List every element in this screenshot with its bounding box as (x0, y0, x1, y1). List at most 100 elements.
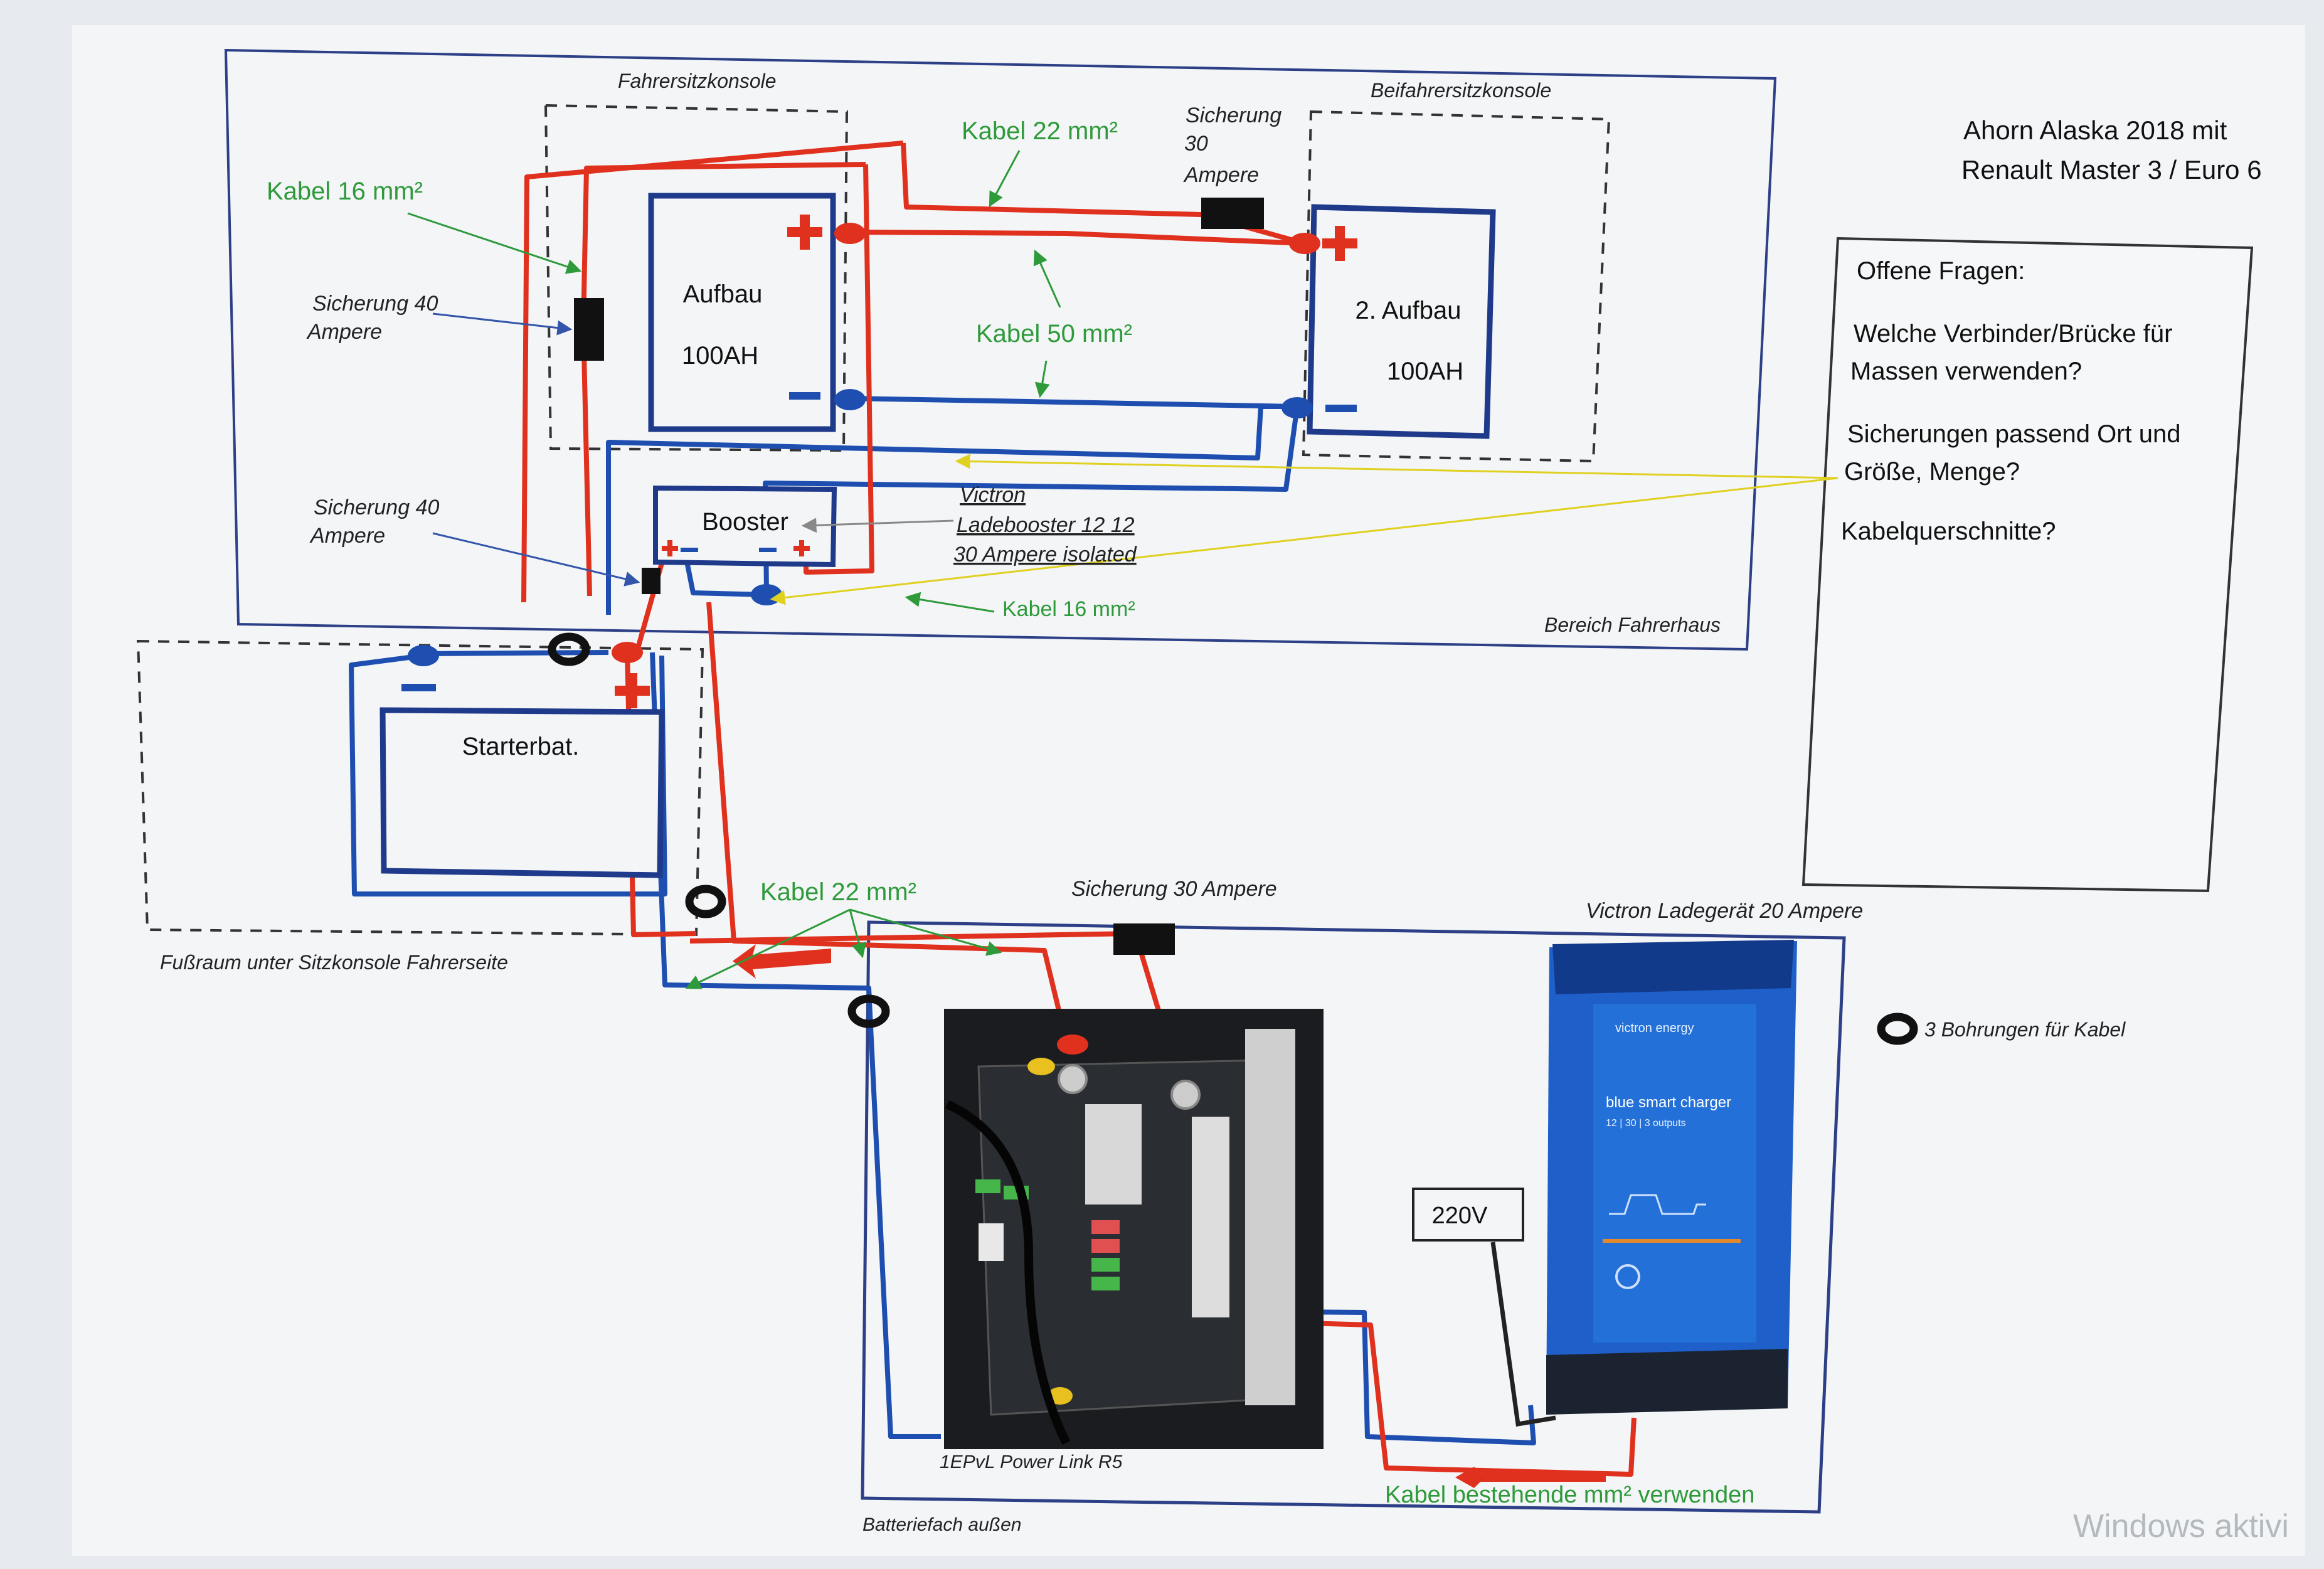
power-link-label-plate (1085, 1104, 1142, 1205)
label-bohrungen: 3 Bohrungen für Kabel (1924, 1018, 2126, 1041)
terminal-minus-signs (401, 392, 1357, 691)
power-link-caption: 1EPvL Power Link R5 (940, 1452, 1123, 1472)
label-sicherung30-top-2: 30 (1184, 132, 1208, 156)
charger-name-text: blue smart charger (1606, 1094, 1731, 1111)
pl-terminal-left (1058, 1064, 1088, 1094)
question-1-line-1: Welche Verbinder/Brücke für (1854, 320, 2172, 348)
minus-booster-1 (681, 548, 698, 552)
drill-hole-legend (1877, 1013, 1918, 1045)
arrow-kabel22-bottom-3 (849, 908, 1002, 956)
label-victron-charger: Victron Ladegerät 20 Ampere (1586, 899, 1863, 923)
questions-box (1801, 237, 2254, 893)
pl-fuse-4 (1091, 1239, 1120, 1253)
label-sicherung40-booster-2: Ampere (309, 524, 385, 548)
fuse-30a-bottom (1113, 923, 1175, 955)
region-fahrerhaus-frame (224, 48, 1777, 651)
arrow-sicherung40-booster (432, 532, 640, 587)
label-victron-booster-1: Victron (960, 483, 1026, 507)
fuse-40a-booster (642, 568, 661, 594)
label-sicherung40-booster-1: Sicherung 40 (314, 496, 439, 519)
fuses (574, 198, 1264, 955)
question-1-line-2: Massen verwenden? (1850, 358, 2082, 385)
minus-aufbau2 (1325, 405, 1357, 412)
arrow-sicherung40-top (432, 312, 573, 336)
red-cable-aufbau-to-aufbau2 (849, 230, 1305, 246)
drill-holes (548, 632, 1918, 1045)
label-sicherung30-bottom: Sicherung 30 Ampere (1071, 877, 1277, 901)
red-cable-16-loop (521, 141, 904, 603)
red-cable-to-powerlink (706, 602, 1069, 1042)
battery-aufbau2-name: 2. Aufbau (1355, 297, 1461, 324)
arrow-question-yellow-2 (770, 477, 1839, 605)
minus-booster-2 (759, 548, 777, 552)
minus-aufbau (789, 392, 820, 400)
plus-starter-v (627, 673, 637, 708)
minus-starter (401, 684, 436, 691)
battery-aufbau2-box (1307, 204, 1496, 439)
charger-orange-strip (1603, 1239, 1741, 1243)
region-beifahrersitzkonsole-label: Beifahrersitzkonsole (1371, 79, 1551, 102)
plus-aufbau-v (800, 215, 810, 250)
terminal-plus-signs (615, 215, 1357, 708)
battery-aufbau-name: Aufbau (683, 280, 763, 308)
plus-booster-2v (799, 540, 804, 556)
pl-black-cable (945, 1100, 1071, 1445)
power-link-photo (944, 1009, 1324, 1449)
charger-top-cap (1552, 940, 1794, 994)
label-kabel16-top: Kabel 16 mm² (267, 178, 423, 205)
red-cable-fuse40-loop (581, 162, 866, 597)
pl-fuse-3 (1091, 1220, 1120, 1234)
label-sicherung40-top-1: Sicherung 40 (312, 292, 438, 316)
red-node-starter (612, 642, 643, 663)
label-kabel16-booster: Kabel 16 mm² (1002, 597, 1135, 621)
region-beifahrersitzkonsole-frame (1302, 110, 1611, 463)
mains-220v-label: 220V (1432, 1203, 1488, 1229)
pl-red-cap-left (1057, 1034, 1088, 1055)
charger-bottom-cap (1546, 1349, 1788, 1415)
power-link-fuses (945, 1029, 1295, 1445)
arrow-kabel22-bottom-1 (685, 908, 851, 989)
blue-node-aufbau (834, 389, 866, 410)
region-batteriefach-frame (861, 920, 1846, 1514)
title-line-2: Renault Master 3 / Euro 6 (1961, 155, 2262, 184)
battery-aufbau2-capacity: 100AH (1387, 358, 1463, 385)
starter-battery-label: Starterbat. (462, 733, 580, 760)
red-arrow-cable (733, 944, 831, 979)
blue-cable-starter-frame (349, 653, 667, 896)
charger-spec-text: 12 | 30 | 3 outputs (1606, 1118, 1686, 1129)
arrow-kabel50-up (1033, 249, 1061, 308)
pl-yellow-bottom (1048, 1387, 1073, 1405)
blue-cable-aufbau2-to-booster-loop (606, 404, 1297, 615)
plus-aufbau2-v (1335, 226, 1345, 261)
drill-hole-2 (685, 885, 726, 918)
charger-button-icon (1615, 1264, 1640, 1289)
label-sicherung30-top-1: Sicherung (1186, 104, 1281, 127)
question-3: Kabelquerschnitte? (1841, 518, 2056, 545)
red-node-aufbau (834, 223, 866, 244)
region-batteriefach-label: Batteriefach außen (862, 1514, 1022, 1535)
fuse-40a-top (574, 298, 604, 361)
charger-mode-graph (1609, 1194, 1706, 1215)
pl-cable-bundle (1245, 1029, 1295, 1405)
region-fahrerhaus-label: Bereich Fahrerhaus (1544, 614, 1721, 636)
fuse-30a-top (1201, 198, 1264, 229)
connection-points (408, 223, 1320, 666)
mains-220v-box (1412, 1188, 1524, 1242)
blue-cable-booster-bottom (684, 561, 767, 597)
negative-cables (349, 396, 1536, 1445)
drill-hole-1 (548, 632, 590, 666)
blue-cable-starter-neg (423, 650, 609, 656)
mains-lead (1490, 1242, 1556, 1427)
pl-yellow-mark (1027, 1058, 1055, 1075)
pl-fuse-1 (975, 1179, 1000, 1193)
question-2-line-2: Größe, Menge? (1844, 458, 2020, 486)
charger-face (1593, 1004, 1756, 1343)
red-arrow-bottom (1455, 1467, 1606, 1488)
pl-fuse-6 (1091, 1277, 1120, 1290)
pl-fuse-5 (1091, 1258, 1120, 1272)
pl-fuse-7 (979, 1223, 1004, 1261)
starter-battery-box (379, 707, 665, 878)
drill-hole-3 (847, 994, 890, 1028)
question-2-line-1: Sicherungen passend Ort und (1847, 420, 2180, 448)
